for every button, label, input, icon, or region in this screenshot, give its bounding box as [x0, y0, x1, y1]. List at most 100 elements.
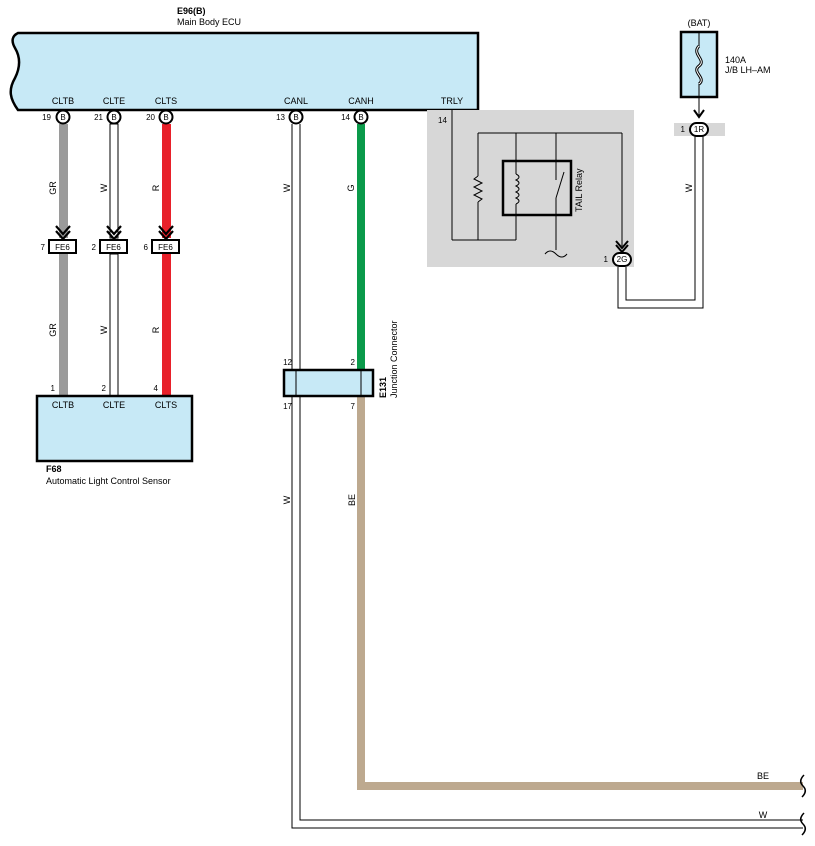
- fuse-block: (BAT) 140A J/B LH–AM 1R 1: [674, 18, 771, 137]
- right-label-w: W: [759, 810, 768, 820]
- wire-canl-fill: [292, 124, 803, 828]
- fe6-pin-2: 2: [92, 243, 97, 252]
- fuse-icon-inner: [696, 45, 702, 85]
- wire-clts-lower: [162, 254, 171, 396]
- relay-circuit: [451, 110, 623, 258]
- wire-label-cltb-lower: GR: [48, 323, 58, 337]
- fe6-pin-1: 7: [41, 243, 46, 252]
- pin-conn-canh: B: [358, 113, 363, 122]
- fe6-label-3: FE6: [158, 243, 173, 252]
- sensor-terminal-clts: CLTS: [155, 400, 177, 410]
- pin-conn-clts: B: [163, 113, 168, 122]
- ecu-terminal-cltb: CLTB: [52, 96, 74, 106]
- relay-name: TAIL Relay: [574, 168, 584, 212]
- wire-label-bat: W: [684, 183, 694, 192]
- ecu-terminal-canh: CANH: [348, 96, 374, 106]
- continuation-breaks: [800, 774, 806, 836]
- conn-2g-pin: 1: [604, 255, 609, 264]
- pin-circle-clte: [106, 109, 122, 125]
- sensor-terminal-clte: CLTE: [103, 400, 125, 410]
- conn-2g: [612, 252, 632, 267]
- relay-background: [427, 110, 634, 267]
- pin-circle-canl: [288, 109, 304, 125]
- wire-label-clts-lower: R: [151, 326, 161, 333]
- pin-num-clte: 21: [94, 113, 103, 122]
- fe6-label-1: FE6: [55, 243, 70, 252]
- junction-pin-17: 17: [283, 402, 292, 411]
- trly-pin: 14: [438, 116, 447, 125]
- fe6-arrow-1a: [55, 225, 71, 236]
- fe6-arrow-3a: [158, 225, 174, 236]
- ecu-pins: B 19 B 21 B 20 B 13 B 14: [42, 109, 369, 125]
- sensor-code: F68: [46, 464, 62, 474]
- junction-code: E131: [378, 377, 388, 398]
- wire-canh: [357, 124, 365, 370]
- pin-num-canh: 14: [341, 113, 350, 122]
- pin-circle-clts: [158, 109, 174, 125]
- junction-pin-2: 2: [351, 358, 356, 367]
- ecu-terminal-clte: CLTE: [103, 96, 125, 106]
- right-label-be: BE: [757, 771, 769, 781]
- sensor-pin-cltb: 1: [51, 384, 56, 393]
- ecu-terminal-clts: CLTS: [155, 96, 177, 106]
- wire-clts-upper: [162, 124, 171, 238]
- junction-pin-12: 12: [283, 358, 292, 367]
- pin-num-cltb: 19: [42, 113, 51, 122]
- fe6-box-1: [48, 239, 77, 254]
- sensor-terminal-cltb: CLTB: [52, 400, 74, 410]
- wires: [59, 97, 803, 829]
- fuse-source: (BAT): [688, 18, 711, 28]
- sensor-pin-clts: 4: [154, 384, 159, 393]
- wire-label-clte-lower: W: [99, 325, 109, 334]
- junction-pin-7: 7: [351, 402, 356, 411]
- wire-clte-upper: [109, 123, 119, 239]
- relay-arrow: [615, 240, 629, 250]
- fuse-name: J/B LH–AM: [725, 65, 771, 75]
- conn-2g-label: 2G: [617, 255, 628, 264]
- fuse-arrow: [693, 109, 705, 119]
- wire-bat-fill: [618, 136, 703, 308]
- ecu-code: E96(B): [177, 6, 206, 16]
- fe6-connectors: FE6 7 FE6 2 FE6 6: [41, 225, 180, 254]
- pin-conn-clte: B: [111, 113, 116, 122]
- wire-label-cltb-upper: GR: [48, 181, 58, 195]
- tail-relay-block: 14 TAIL Relay 2G 1: [427, 110, 634, 267]
- junction-box: [282, 368, 375, 398]
- wire-label-canl-upper: W: [282, 183, 292, 192]
- sensor-name: Automatic Light Control Sensor: [46, 476, 171, 486]
- main-body-ecu: E96(B) Main Body ECU CLTB CLTE CLTS CANL…: [9, 6, 480, 112]
- junction-name: Junction Connector: [389, 320, 399, 398]
- wire-clte-lower: [109, 253, 119, 397]
- wire-label-be: BE: [347, 494, 357, 506]
- fe6-label-2: FE6: [106, 243, 121, 252]
- sensor-pin-clte: 2: [102, 384, 107, 393]
- fe6-box-2: [99, 239, 128, 254]
- pin-circle-canh: [353, 109, 369, 125]
- ecu-terminal-canl: CANL: [284, 96, 308, 106]
- wire-labels: GR GR W W R R W G W BE W BE W: [48, 181, 769, 820]
- pin-conn-canl: B: [293, 113, 298, 122]
- wire-label-canh: G: [346, 184, 356, 191]
- conn-1r: [689, 122, 709, 137]
- wire-cltb-upper: [59, 124, 68, 238]
- junction-connector: 12 2 17 7 E131 Junction Connector: [282, 320, 399, 411]
- wire-cltb-lower: [59, 254, 68, 396]
- wire-be: [357, 397, 803, 790]
- pin-num-canl: 13: [276, 113, 285, 122]
- conn-1r-pin: 1: [681, 125, 686, 134]
- ecu-name: Main Body ECU: [177, 17, 241, 27]
- wire-label-clts-upper: R: [151, 184, 161, 191]
- wire-label-clte-upper: W: [99, 183, 109, 192]
- ecu-box: [9, 31, 480, 112]
- fe6-box-3: [151, 239, 180, 254]
- relay-box: [501, 159, 573, 217]
- fe6-arrow-2a: [106, 225, 122, 236]
- fe6-pin-3: 6: [144, 243, 149, 252]
- light-control-sensor: 1 2 4 CLTB CLTE CLTS F68 Automatic Light…: [35, 384, 194, 486]
- wire-label-canl-lower: W: [282, 495, 292, 504]
- pin-conn-cltb: B: [60, 113, 65, 122]
- sensor-box: [35, 394, 194, 463]
- ecu-terminal-trly: TRLY: [441, 96, 463, 106]
- pin-num-clts: 20: [146, 113, 155, 122]
